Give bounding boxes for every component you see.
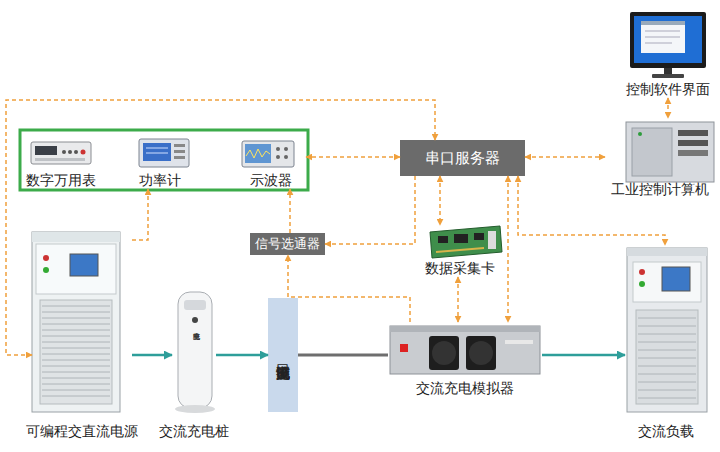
power-connector	[542, 354, 625, 357]
signal-connector	[439, 176, 441, 225]
charging-simulator-illustration	[390, 326, 540, 374]
signal-connector	[325, 176, 415, 244]
node-label: 交流负载	[638, 423, 694, 440]
node-label: 数据采集卡	[425, 260, 495, 277]
process-box: 信号选通器	[250, 233, 325, 255]
signal-connector	[288, 255, 410, 322]
node-label: 功率计	[139, 172, 181, 189]
equipment-node: 控制软件界面	[620, 10, 715, 98]
equipment-node: 交流充电模拟器	[388, 322, 542, 397]
equipment-node: 交流充电桩	[172, 292, 216, 440]
node-label: 工业控制计算机	[611, 181, 709, 198]
power-connector	[298, 354, 388, 357]
node-label: 交流充电模拟器	[416, 380, 514, 397]
node-label: 控制软件界面	[626, 81, 710, 98]
power-source-cabinet-illustration	[32, 232, 120, 412]
node-label: 串口服务器	[425, 149, 500, 168]
equipment-node: 工业控制计算机	[605, 118, 715, 198]
interface-band: 充电设施测试接口	[268, 298, 298, 412]
power-meter-illustration	[139, 139, 189, 167]
multimeter-illustration	[31, 142, 91, 164]
monitor-illustration	[630, 12, 706, 78]
node-label: 示波器	[250, 172, 292, 189]
power-connector	[216, 354, 268, 357]
equipment-node: 交流负载	[625, 245, 707, 440]
node-label: 信号选通器	[255, 235, 320, 253]
node-label: 数字万用表	[26, 172, 96, 189]
equipment-node: 数字万用表	[22, 138, 100, 189]
node-label: 可编程交直流电源	[26, 423, 138, 440]
signal-connector	[306, 156, 400, 158]
signal-connector	[6, 100, 435, 355]
daq-card-illustration	[430, 226, 502, 258]
ac-load-cabinet-illustration	[627, 248, 707, 412]
equipment-node: 数据采集卡	[418, 225, 502, 277]
industrial-pc-illustration	[626, 122, 714, 182]
signal-connector	[507, 176, 509, 322]
signal-connector	[132, 189, 148, 240]
signal-connector	[518, 176, 665, 245]
node-label: 交流充电桩	[159, 423, 229, 440]
process-box: 串口服务器	[400, 140, 525, 176]
equipment-node: 功率计	[128, 138, 192, 189]
signal-connector	[289, 189, 291, 233]
power-connector	[132, 354, 172, 357]
instrument-group-frame	[20, 130, 308, 190]
signal-connector	[457, 277, 459, 322]
equipment-node: 可编程交直流电源	[32, 232, 132, 440]
equipment-node: 示波器	[235, 138, 306, 189]
charging-pile-illustration	[175, 292, 215, 413]
signal-connector	[525, 156, 605, 158]
signal-connector	[667, 98, 669, 118]
oscilloscope-illustration	[242, 141, 294, 167]
